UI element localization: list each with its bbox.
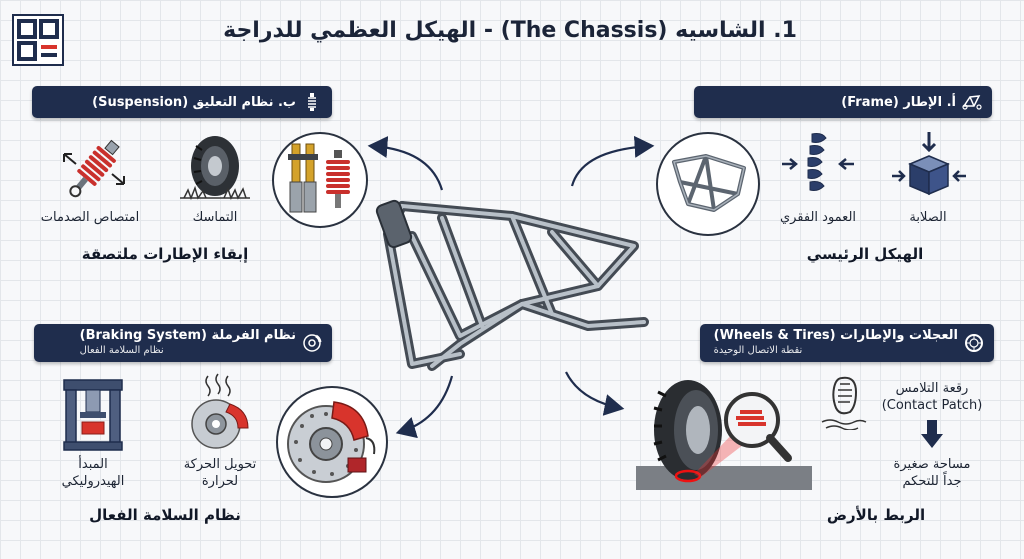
braking-summary: نظام السلامة الفعال bbox=[89, 506, 241, 524]
wheels-header-label: العجلات والإطارات (Wheels & Tires) bbox=[713, 328, 958, 343]
shock-absorption-label: امتصاص الصدمات bbox=[40, 210, 140, 225]
frame-summary: الهيكل الرئيسي bbox=[806, 245, 924, 263]
brake-illustration bbox=[276, 386, 388, 498]
wheels-header-sub: نقطة الاتصال الوحيدة bbox=[713, 345, 803, 356]
suspension-summary: إبقاء الإطارات ملتصقة bbox=[81, 245, 249, 263]
braking-header-sub: نظام السلامة الفعال bbox=[79, 345, 164, 356]
braking-header: نظام الفرملة (Braking System) نظام السلا… bbox=[34, 324, 332, 362]
backbone-label: العمود الفقري bbox=[779, 210, 857, 225]
traction-tire-icon bbox=[180, 136, 250, 201]
spine-icon bbox=[782, 133, 854, 191]
rigidity-label: الصلابة bbox=[909, 210, 947, 225]
traction-label: التماسك bbox=[192, 210, 238, 225]
chassis-frame-illustration bbox=[375, 199, 649, 371]
suspension-header-label: ب. نظام التعليق (Suspension) bbox=[92, 94, 296, 110]
suspension-illustration bbox=[272, 132, 368, 228]
brand-logo bbox=[12, 14, 64, 66]
frame-icon bbox=[962, 95, 982, 110]
wheel-icon bbox=[965, 334, 983, 352]
frame-header: أ. الإطار (Frame) bbox=[694, 86, 992, 118]
shock-absorber-icon bbox=[308, 93, 316, 111]
frame-header-label: أ. الإطار (Frame) bbox=[841, 94, 956, 110]
footprint-icon bbox=[821, 376, 867, 430]
brake-disc-icon bbox=[303, 334, 322, 352]
wheels-summary: الربط بالأرض bbox=[826, 506, 926, 524]
page-title: 1. الشاسيه (The Chassis) - الهيكل العظمي… bbox=[223, 18, 797, 43]
down-arrow-icon bbox=[921, 420, 943, 448]
suspension-header: ب. نظام التعليق (Suspension) bbox=[32, 86, 332, 118]
hydraulic-press-icon bbox=[63, 379, 123, 451]
tire-contact-illustration bbox=[636, 380, 812, 490]
contact-patch-label: رقعة التلامس (Contact Patch) bbox=[881, 381, 983, 413]
hydraulic-principle-label: المبدأ الهيدروليكي bbox=[61, 457, 125, 489]
motion-to-heat-label: تحويل الحركة لحرارة bbox=[183, 457, 257, 489]
rigidity-cube-icon bbox=[892, 132, 966, 196]
heat-brake-disc-icon bbox=[191, 373, 249, 449]
small-control-area-label: مساحة صغيرة جداً للتحكم bbox=[893, 457, 971, 489]
frame-illustration bbox=[656, 132, 760, 236]
wheels-header: العجلات والإطارات (Wheels & Tires) نقطة … bbox=[700, 324, 994, 362]
braking-header-label: نظام الفرملة (Braking System) bbox=[79, 328, 296, 343]
shock-absorption-icon bbox=[63, 139, 125, 198]
